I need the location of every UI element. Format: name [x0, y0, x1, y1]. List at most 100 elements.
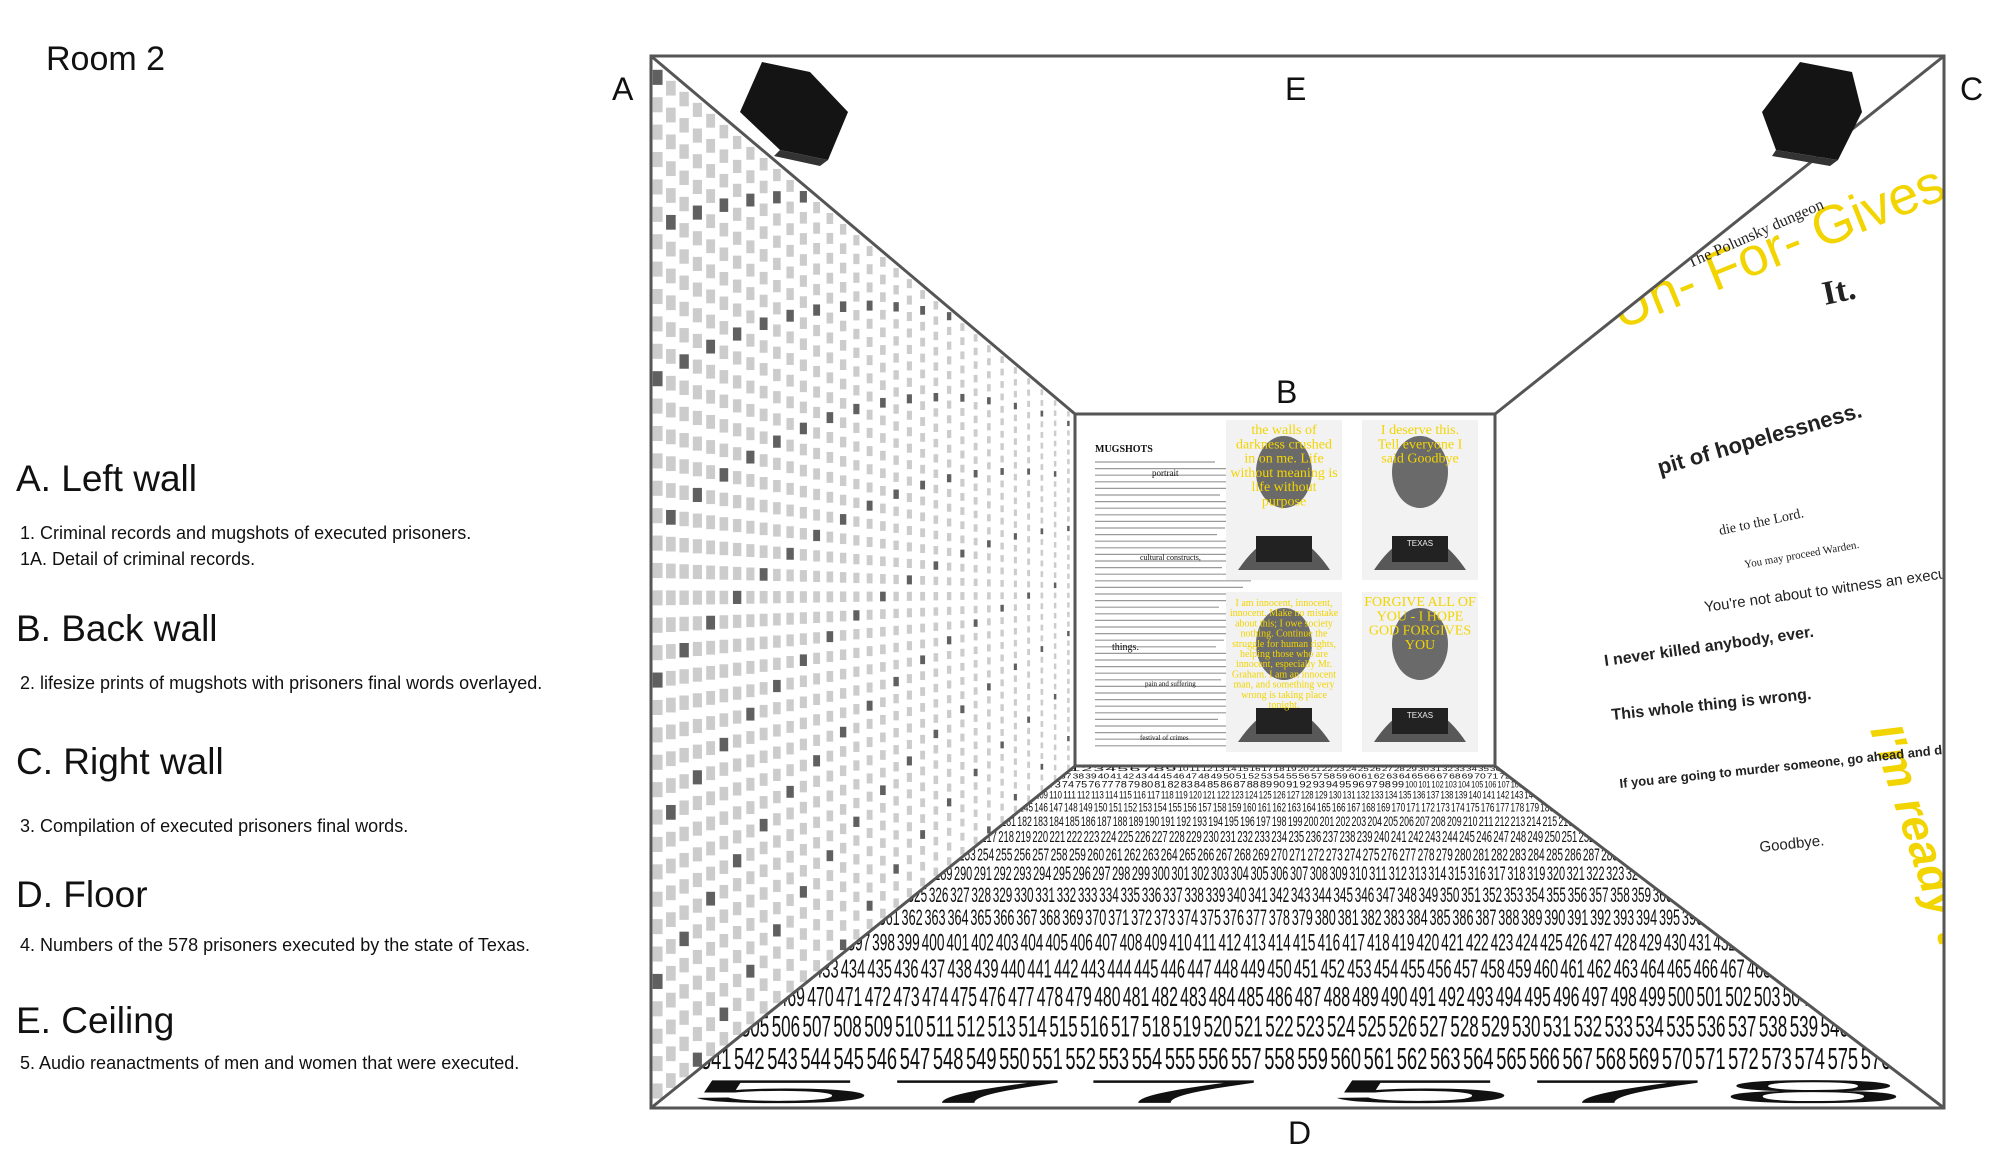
prisoner-number: 201	[1320, 813, 1335, 829]
wall-label-b: B	[1276, 374, 1297, 410]
section-item: 1A. Detail of criminal records.	[20, 549, 256, 569]
prisoner-number: 526	[1389, 1012, 1417, 1044]
prisoner-number: 167	[1347, 800, 1361, 814]
prisoner-number: 422	[1466, 929, 1489, 956]
doc-word: festival of crimes	[1140, 734, 1189, 742]
prisoner-number: 117	[1147, 790, 1160, 802]
prisoner-number: 251	[1562, 829, 1578, 846]
prisoner-number: 282	[1491, 844, 1508, 864]
prisoner-number: 82	[1167, 780, 1179, 790]
prisoner-number: 107	[1498, 780, 1510, 790]
black-quote: I never killed anybody, ever.	[1603, 624, 1815, 670]
prisoner-number: 160	[1243, 800, 1257, 814]
prisoner-number: 263	[1142, 844, 1159, 864]
prisoner-number: 54	[1273, 771, 1285, 780]
prisoner-number: 113	[1091, 790, 1104, 802]
prisoner-number: 196	[1240, 813, 1255, 829]
prisoner-number: 508	[833, 1012, 861, 1044]
prisoner-number: 386	[1452, 905, 1473, 930]
prisoner-number: 220	[1032, 829, 1048, 846]
prisoner-number: 500	[1668, 981, 1694, 1012]
prisoner-number: 37	[1060, 771, 1072, 780]
prisoner-number: 431	[1689, 929, 1712, 956]
prisoner-number: 61	[1361, 771, 1373, 780]
prisoner-number: 202	[1336, 813, 1351, 829]
prisoner-number: 56	[1299, 771, 1311, 780]
prisoner-number: 544	[800, 1041, 830, 1076]
prisoner-number: 102	[1432, 780, 1444, 790]
prisoner-number: 462	[1587, 955, 1612, 983]
prisoner-number: 574	[1794, 1041, 1824, 1076]
prisoner-number: 573	[1761, 1041, 1791, 1076]
prisoner-number: 69	[1462, 771, 1474, 780]
prisoner-number: 507	[803, 1012, 831, 1044]
prisoner-number: 464	[1640, 955, 1665, 983]
prisoner-number: 146	[1034, 800, 1048, 814]
prisoner-number: 331	[1035, 884, 1055, 907]
prisoner-number: 428	[1614, 929, 1637, 956]
prisoner-number: 455	[1400, 955, 1425, 983]
prisoner-number: 228	[1169, 829, 1185, 846]
prisoner-number: 270	[1271, 844, 1288, 864]
prisoner-number: 62	[1374, 771, 1386, 780]
prisoner-number: 419	[1392, 929, 1415, 956]
prisoner-number: 81	[1154, 780, 1166, 790]
prisoner-number: 219	[1015, 829, 1031, 846]
prisoner-number: 546	[867, 1041, 897, 1076]
prisoner-number: 72	[1499, 771, 1511, 780]
prisoner-number: 232	[1237, 829, 1253, 846]
prisoner-number: 376	[1223, 905, 1244, 930]
prisoner-number: 235	[1288, 829, 1304, 846]
prisoner-number: 553	[1099, 1041, 1129, 1076]
prisoner-number: 441	[1027, 955, 1052, 983]
prisoner-number: 379	[1292, 905, 1313, 930]
final-words-quote: I am innocent, innocent,innocent. Make n…	[1230, 598, 1339, 711]
prisoner-number: 349	[1419, 884, 1439, 907]
section-item: 1. Criminal records and mugshots of exec…	[20, 523, 472, 543]
prisoner-number: 429	[1639, 929, 1662, 956]
prisoner-number: 179	[1525, 800, 1539, 814]
prisoner-number: 100	[1405, 780, 1417, 790]
speaker-icon	[740, 62, 848, 166]
prisoner-number: 279	[1436, 844, 1453, 864]
prisoner-number: 416	[1317, 929, 1340, 956]
prisoner-number: 116	[1133, 790, 1146, 802]
prisoner-number: 562	[1397, 1041, 1427, 1076]
prisoner-number: 30	[1418, 767, 1430, 773]
prisoner-number: 67	[1437, 771, 1449, 780]
prisoner-number: 88	[1247, 780, 1259, 790]
prisoner-number: 177	[1496, 800, 1510, 814]
prisoner-number: 480	[1094, 981, 1120, 1012]
prisoner-number: 426	[1565, 929, 1588, 956]
prisoner-number: 236	[1306, 829, 1322, 846]
prisoner-number: 156	[1183, 800, 1197, 814]
prisoner-number: 368	[1039, 905, 1060, 930]
prisoner-number: 554	[1132, 1041, 1162, 1076]
prisoner-number: 23	[1334, 767, 1346, 773]
prisoner-number: 413	[1243, 929, 1266, 956]
prisoner-number: 120	[1189, 790, 1202, 802]
prisoner-number: 332	[1057, 884, 1077, 907]
prisoner-number: 268	[1234, 844, 1251, 864]
wall-label-c: C	[1960, 71, 1983, 107]
prisoner-number: 330	[1014, 884, 1034, 907]
prisoner-number: 403	[996, 929, 1019, 956]
prisoner-number: 125	[1259, 790, 1272, 802]
prisoner-number: 28	[1394, 767, 1406, 773]
prisoner-number: 33	[1454, 767, 1466, 773]
prisoner-number: 568	[1596, 1041, 1626, 1076]
prisoner-number: 264	[1161, 844, 1178, 864]
prisoner-number: 475	[951, 981, 977, 1012]
prisoner-number: 320	[1547, 864, 1565, 885]
prisoner-number: 60	[1349, 771, 1361, 780]
prisoner-number: 240	[1374, 829, 1390, 846]
prisoner-number: 452	[1320, 955, 1345, 983]
prisoner-number: 16	[1250, 767, 1262, 773]
prisoner-number: 129	[1315, 790, 1328, 802]
mugshot-placard: TEXAS	[1407, 539, 1433, 548]
prisoner-number: 537	[1728, 1012, 1756, 1044]
prisoner-number: 140	[1468, 790, 1481, 802]
prisoner-number: 104	[1458, 780, 1470, 790]
